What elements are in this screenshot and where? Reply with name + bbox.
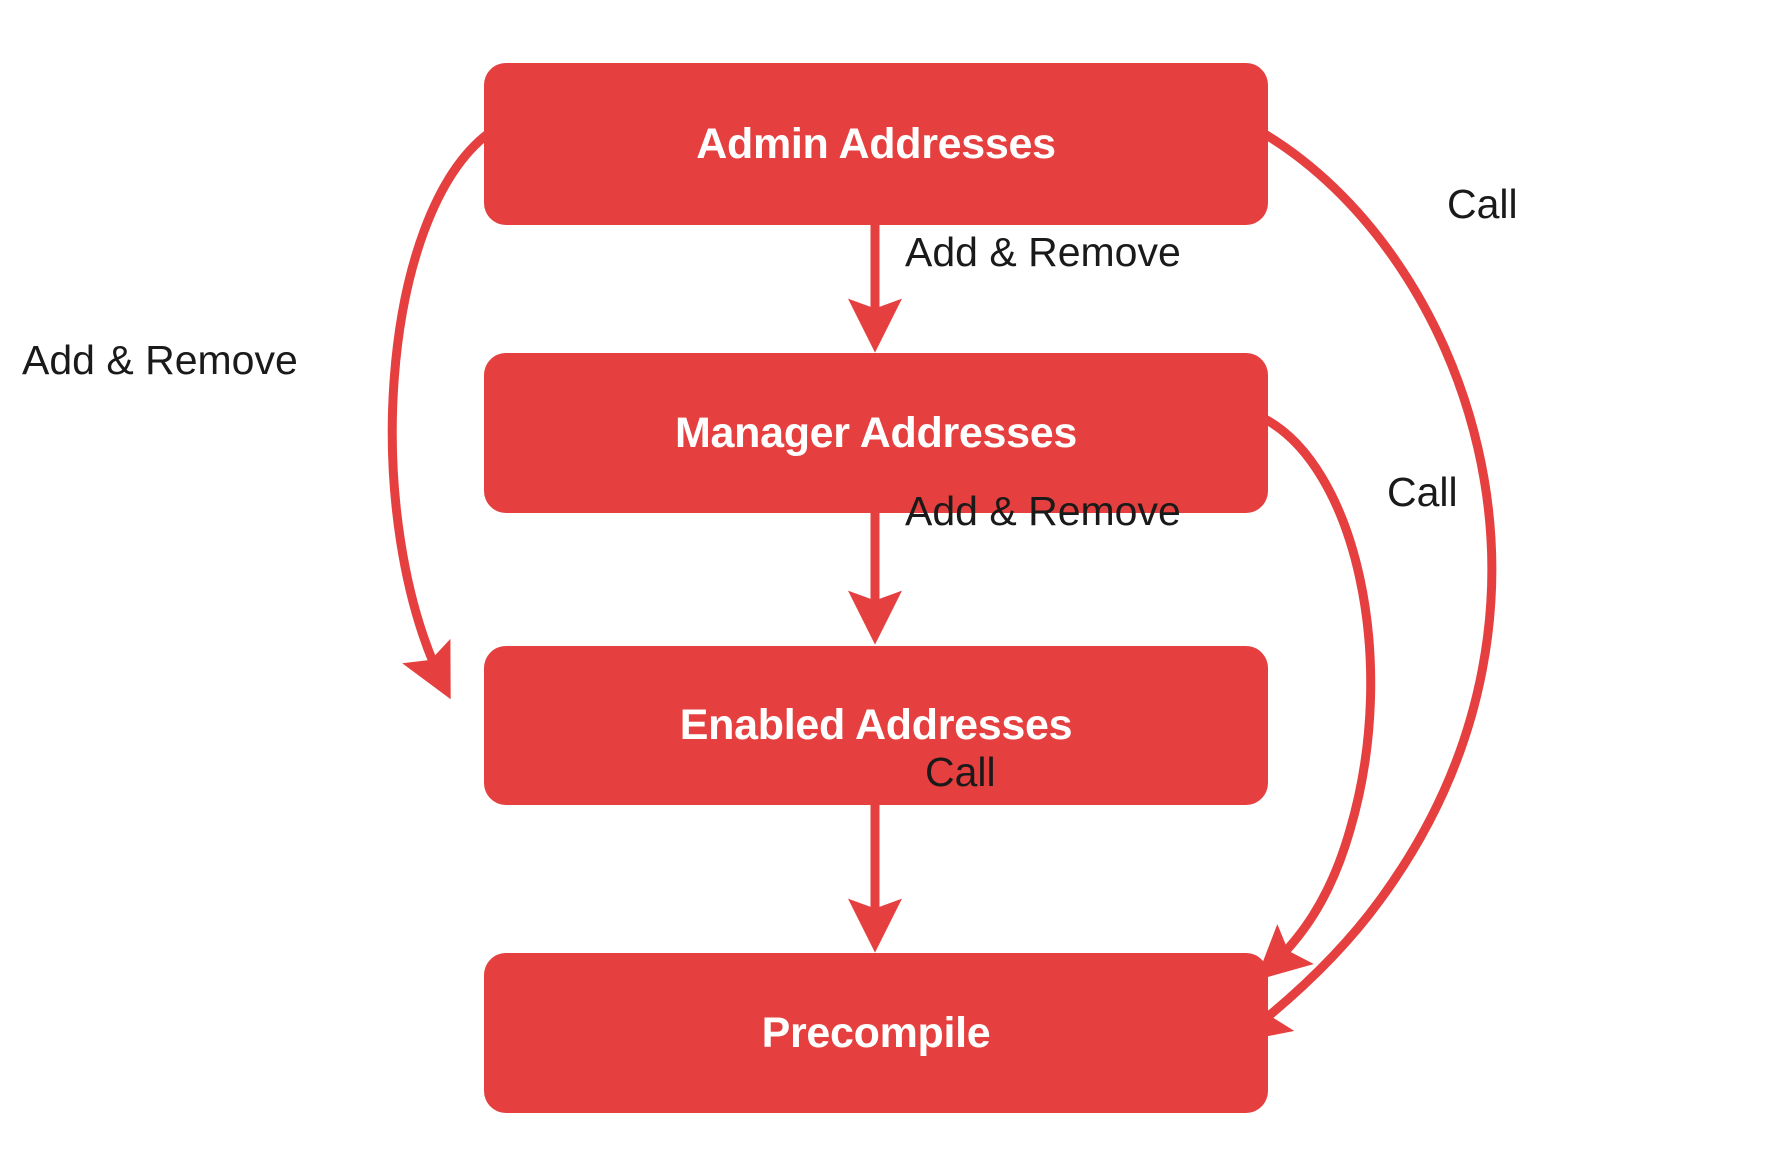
node-admin-addresses-label: Admin Addresses [696,119,1056,168]
edge-manager-to-precompile [1255,413,1376,981]
edge-admin-to-enabled [387,129,492,700]
node-enabled-addresses-label: Enabled Addresses [679,701,1073,749]
edge-label-enabled-to-precompile: Call [925,749,996,795]
edge-label-manager-to-precompile: Call [1387,469,1458,515]
edge-admin-to-precompile [1235,129,1497,1043]
edge-label-admin-to-enabled: Add & Remove [22,337,298,383]
edge-label-admin-to-precompile: Call [1447,181,1518,227]
node-manager-addresses[interactable]: Manager Addresses [484,353,1268,513]
edge-label-admin-to-manager: Add & Remove [905,229,1181,275]
node-manager-addresses-label: Manager Addresses [675,408,1077,457]
node-admin-addresses[interactable]: Admin Addresses [484,63,1268,225]
node-enabled-addresses[interactable]: Enabled Addresses [484,646,1268,805]
edge-label-manager-to-enabled: Add & Remove [905,488,1181,534]
node-precompile[interactable]: Precompile [484,953,1268,1113]
node-precompile-label: Precompile [761,1008,991,1057]
